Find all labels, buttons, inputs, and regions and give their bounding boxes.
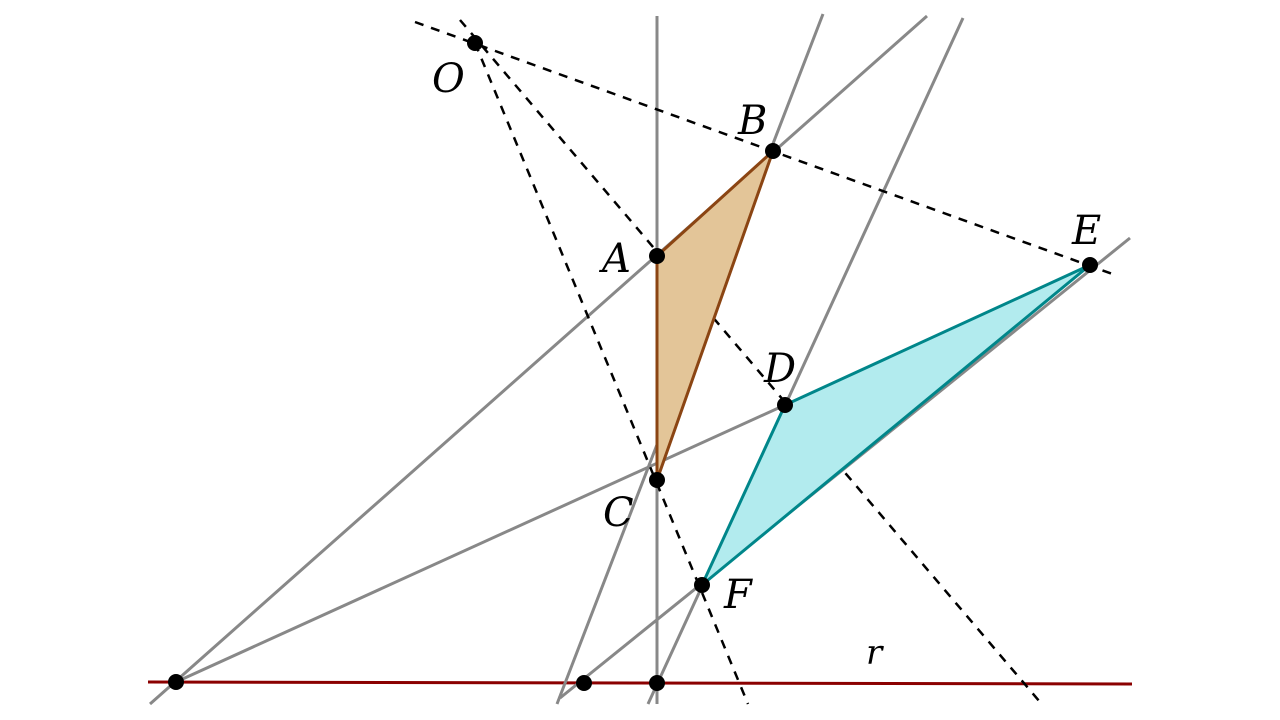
line-r — [147, 680, 1133, 686]
line-CD-extended — [175, 403, 786, 684]
perspective-rays — [414, 19, 1119, 705]
label-F: F — [723, 572, 753, 618]
point-r-right — [649, 675, 665, 691]
triangle-DEF — [700, 263, 1092, 587]
label-B: B — [737, 98, 767, 144]
points — [168, 35, 1098, 691]
point-r-middle — [576, 675, 592, 691]
triangle-ABC — [655, 149, 775, 482]
label-A: A — [598, 236, 631, 282]
point-F — [694, 577, 710, 593]
point-C — [649, 472, 665, 488]
construction-lines — [149, 13, 1131, 706]
point-D — [777, 397, 793, 413]
ray-OAD — [459, 19, 1041, 703]
point-r-left — [168, 674, 184, 690]
line-AB-extended — [149, 14, 928, 706]
label-D: D — [763, 346, 796, 392]
point-B — [765, 143, 781, 159]
point-O — [467, 35, 483, 51]
point-E — [1082, 257, 1098, 273]
labels: O B A E D C F r — [432, 56, 1101, 673]
label-O: O — [432, 56, 465, 102]
ray-OCF — [473, 42, 750, 705]
point-A — [649, 248, 665, 264]
ray-OBE — [414, 20, 1119, 278]
label-C: C — [603, 490, 634, 536]
label-E: E — [1071, 208, 1101, 254]
label-r: r — [866, 633, 884, 673]
